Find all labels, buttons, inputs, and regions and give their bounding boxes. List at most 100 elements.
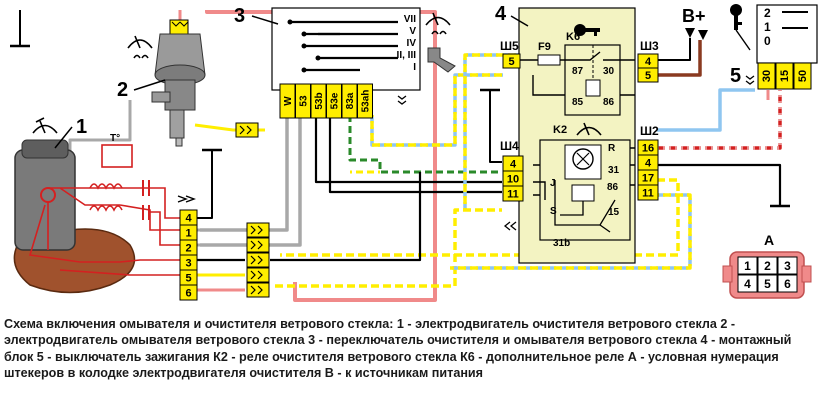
connector-a-pin-6: 6 [777, 274, 798, 293]
ignition-switch [730, 4, 818, 64]
wire-yellow-blue-2 [463, 53, 520, 210]
motor-pin-1: 1 [179, 224, 198, 241]
svg-text:2: 2 [185, 242, 191, 254]
relay-k2-terminal: 86 [607, 182, 619, 193]
motor-internal-wires [28, 187, 180, 263]
inline-connector [246, 267, 270, 283]
motor-pin-4: 4 [179, 209, 198, 226]
switch-position-label: IV [407, 38, 417, 49]
connector-sh2-pin: 17 [637, 169, 659, 186]
svg-text:5: 5 [764, 277, 771, 291]
switch-terminal-53b: 53b [310, 83, 327, 119]
connector-a-pin-5: 5 [757, 274, 778, 293]
relay-k6-coil [585, 79, 601, 97]
label-washer-pump: 2 [117, 79, 128, 101]
connector-sh5-pin: 5 [502, 53, 521, 69]
feedback-icon [177, 195, 196, 203]
inline-connector [246, 237, 270, 253]
motor-pin-2: 2 [179, 239, 198, 256]
switch-terminal-53e: 53e [326, 83, 342, 119]
svg-text:3: 3 [185, 257, 191, 269]
switch-feedback-icon [397, 95, 407, 105]
ground-symbols [10, 44, 790, 208]
svg-text:53: 53 [299, 95, 310, 107]
wire-black-gnd [657, 163, 782, 205]
switch-position-label: I [413, 62, 416, 73]
svg-text:4: 4 [645, 56, 652, 68]
motor-to-pins [59, 187, 180, 276]
svg-text:1: 1 [744, 259, 751, 273]
wire-yellow-2b [463, 53, 520, 210]
svg-text:1: 1 [185, 227, 191, 239]
svg-text:2: 2 [764, 259, 771, 273]
relay-k2-terminal: 31b [553, 238, 570, 249]
svg-text:53e: 53e [330, 92, 341, 109]
relay-k2-core [564, 144, 602, 180]
connector-sh2-pin: 4 [637, 154, 659, 171]
svg-text:15: 15 [779, 70, 791, 82]
wire-red-dash [657, 90, 782, 150]
key-icon [574, 24, 600, 36]
svg-text:4: 4 [185, 212, 192, 224]
ignition-terminal-30: 30 [757, 62, 776, 90]
connector-a-pin-4: 4 [737, 274, 758, 293]
svg-text:30: 30 [761, 70, 773, 82]
wire-yellow-far [280, 178, 680, 257]
ignition-position-label: 2 [764, 6, 771, 20]
wires [19, 10, 782, 302]
relay-k2-terminal: 31 [608, 165, 620, 176]
wire-black-b [657, 38, 691, 61]
svg-text:11: 11 [642, 187, 654, 199]
motor-cap [21, 139, 69, 159]
connector-sh2-name: Ш2 [640, 124, 659, 138]
connector-sh4-name: Ш4 [500, 139, 519, 153]
connector-sh3-name: Ш3 [640, 39, 659, 53]
relay-k2-terminal: 15 [608, 207, 620, 218]
inline-connector [246, 252, 270, 268]
wire-con-3 [270, 172, 422, 262]
connector-sh4-pin: 4 [502, 155, 524, 172]
wire-black-2 [328, 115, 502, 194]
connector-sh3-pin: 4 [637, 53, 659, 69]
relay-k6-terminal: 86 [603, 97, 615, 108]
svg-text:W: W [283, 96, 294, 106]
relay-k6-terminal: 87 [572, 66, 584, 77]
inline-connector [246, 282, 270, 298]
relay-k2-terminal: R [608, 143, 616, 154]
label-relay-k6: K6 [566, 31, 580, 43]
switch-position-label: V [409, 26, 416, 37]
label-power: B+ [682, 6, 706, 26]
steering-switch [271, 7, 456, 91]
motor-pin-3: 3 [179, 254, 198, 271]
svg-text:53b: 53b [314, 92, 325, 109]
mounting-block [518, 7, 636, 264]
ignition-position-label: 0 [764, 34, 771, 48]
switch-terminal-53ah: 53ah [357, 83, 373, 119]
relay-k2-terminal: J [550, 178, 556, 189]
svg-text:4: 4 [744, 277, 751, 291]
svg-text:5: 5 [645, 70, 651, 82]
connector-sh5-name: Ш5 [500, 39, 519, 53]
svg-text:83a: 83a [345, 92, 356, 109]
label-fuse-f9: F9 [538, 41, 551, 53]
ignition-position-label: 1 [764, 20, 771, 34]
thermo-switch [101, 144, 133, 168]
svg-text:6: 6 [784, 277, 791, 291]
wire-yellow-right-b [450, 193, 692, 270]
switch-terminals: W 53 53b 53e 83a 53ah [279, 83, 373, 119]
ignition-terminal-15: 15 [775, 62, 794, 90]
diagram-caption: Схема включения омывателя и очистителя в… [4, 317, 792, 381]
svg-text:53ah: 53ah [361, 90, 372, 113]
svg-text:4: 4 [510, 158, 517, 170]
connector-sh2-pin: 11 [637, 184, 659, 201]
thermo-label: T° [110, 133, 120, 144]
connector-a-pin-3: 3 [777, 256, 798, 275]
coil-2 [89, 205, 123, 212]
switch-terminal-53: 53 [295, 83, 311, 119]
wire-black-1 [314, 115, 502, 184]
